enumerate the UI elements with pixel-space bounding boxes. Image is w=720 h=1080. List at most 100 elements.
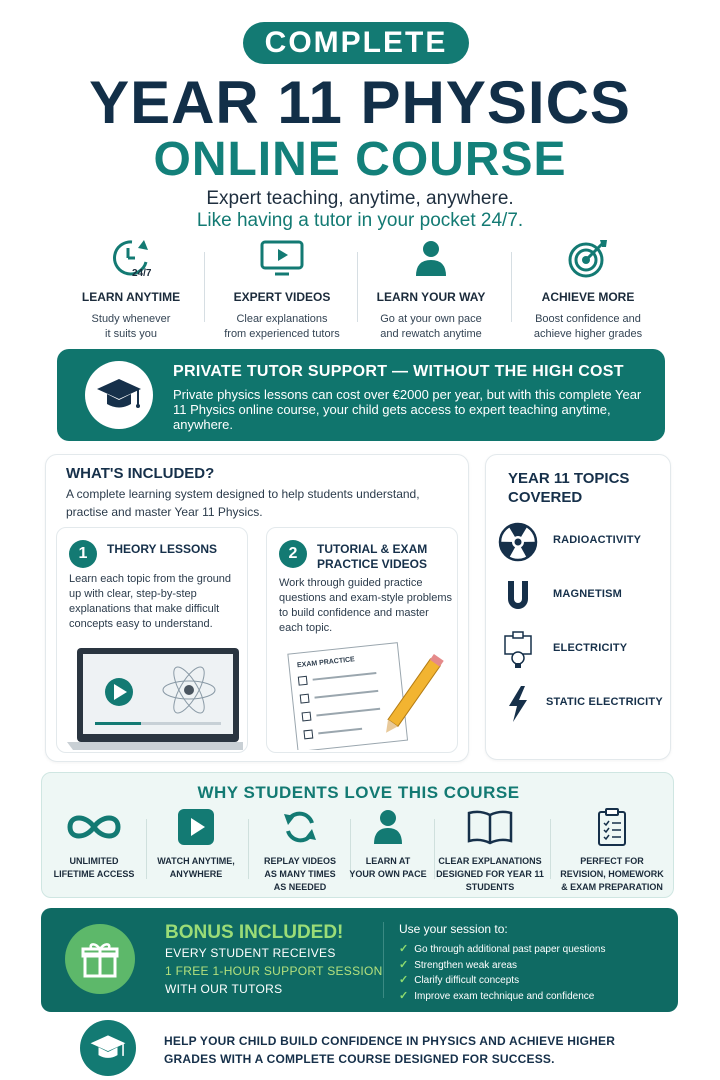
magnet-icon [498, 576, 538, 616]
play-icon [146, 807, 246, 847]
radiation-icon [498, 522, 538, 562]
theory-lessons-card: 1 THEORY LESSONS Learn each topic from t… [56, 527, 249, 755]
exam-sheet-illustration: EXAM PRACTICE [279, 640, 449, 755]
list-item: ✓Clarify difficult concepts [399, 973, 605, 989]
tagline-accent: Like having a tutor in your pocket 24/7. [196, 210, 524, 231]
topic-magnetism: MAGNETISM [498, 571, 668, 621]
circuit-bulb-icon [498, 630, 538, 670]
step-number: 2 [279, 540, 307, 568]
feature-title: LEARN ANYTIME [81, 290, 181, 304]
why-title: WHY STUDENTS LOVE THIS COURSE [197, 783, 520, 802]
feature-title: LEARN YOUR WAY [376, 290, 486, 304]
divider [248, 819, 249, 879]
graduation-cap-icon [85, 361, 153, 429]
topics-title: YEAR 11 TOPICS COVERED [508, 470, 630, 506]
bonus-line: EVERY STUDENT RECEIVES [165, 946, 336, 960]
tutor-support-banner: PRIVATE TUTOR SUPPORT — WITHOUT THE HIGH… [57, 349, 665, 441]
exam-practice-card: 2 TUTORIAL & EXAM PRACTICE VIDEOS Work t… [266, 527, 458, 753]
tutor-banner-title: PRIVATE TUTOR SUPPORT — WITHOUT THE HIGH… [173, 363, 624, 380]
topic-label: ELECTRICITY [553, 642, 628, 654]
bonus-section: BONUS INCLUDED! EVERY STUDENT RECEIVES 1… [41, 908, 678, 1012]
svg-text:24/7: 24/7 [132, 268, 152, 279]
session-uses-title: Use your session to: [399, 922, 508, 936]
laptop-video-illustration [63, 646, 249, 755]
list-item: ✓Strengthen weak areas [399, 958, 605, 974]
card-text: Work through guided practice questions a… [279, 577, 453, 634]
checkmark-icon: ✓ [399, 974, 409, 986]
whats-included-panel: WHAT'S INCLUDED? A complete learning sys… [45, 454, 469, 762]
checkmark-icon: ✓ [399, 989, 409, 1002]
video-monitor-icon [207, 236, 357, 280]
topic-electricity: ELECTRICITY [498, 625, 668, 675]
divider [357, 252, 358, 322]
list-item: ✓Go through additional past paper questi… [399, 942, 605, 958]
divider [350, 819, 351, 879]
infinity-icon [44, 807, 144, 847]
feature-title: ACHIEVE MORE [541, 290, 635, 304]
book-icon [434, 807, 546, 847]
target-icon [513, 236, 663, 280]
step-number: 1 [69, 540, 97, 568]
card-title: TUTORIAL & EXAM PRACTICE VIDEOS [317, 542, 428, 571]
graduation-cap-icon [80, 1020, 136, 1076]
page-subtitle: ONLINE COURSE [153, 133, 567, 186]
person-icon [356, 236, 506, 280]
topic-radioactivity: RADIOACTIVITY [498, 517, 668, 567]
gift-icon [65, 924, 135, 994]
topics-panel: YEAR 11 TOPICS COVERED RADIOACTIVITY MAG… [485, 454, 671, 760]
topic-label: STATIC ELECTRICITY [546, 696, 663, 708]
lightning-icon [498, 684, 538, 724]
bonus-line: WITH OUR TUTORS [165, 982, 283, 996]
section-title: WHAT'S INCLUDED? [66, 465, 215, 482]
page-title: YEAR 11 PHYSICS [89, 69, 631, 136]
divider [383, 922, 384, 998]
replay-icon [250, 807, 350, 847]
session-uses-list: ✓Go through additional past paper questi… [399, 942, 605, 1004]
divider [511, 252, 512, 322]
tutor-banner-text: Private physics lessons can cost over €2… [173, 387, 642, 432]
clipboard-icon [554, 807, 670, 847]
checkmark-icon: ✓ [399, 958, 409, 971]
checkmark-icon: ✓ [399, 943, 409, 955]
card-text: Learn each topic from the ground up with… [69, 573, 232, 630]
divider [550, 819, 551, 879]
complete-badge: COMPLETE [243, 22, 469, 64]
feature-title: EXPERT VIDEOS [233, 290, 331, 304]
divider [434, 819, 435, 879]
topic-label: MAGNETISM [553, 588, 623, 600]
tagline: Expert teaching, anytime, anywhere. [206, 188, 514, 209]
bonus-title: BONUS INCLUDED! [165, 922, 344, 943]
clock-24-7-icon: 24/7 [56, 236, 206, 280]
person-icon [338, 807, 438, 847]
topic-label: RADIOACTIVITY [553, 534, 642, 546]
why-item-label: WATCH ANYTIME,ANYWHERE [157, 856, 235, 879]
section-text: A complete learning system designed to h… [66, 487, 420, 519]
list-item: ✓Improve exam technique and confidence [399, 989, 605, 1005]
bonus-session-highlight: 1 FREE 1-HOUR SUPPORT SESSION [165, 964, 383, 978]
divider [204, 252, 205, 322]
card-title: THEORY LESSONS [107, 542, 218, 556]
why-item-watch-anytime: WATCH ANYTIME,ANYWHERE [146, 807, 246, 881]
footer-message: HELP YOUR CHILD BUILD CONFIDENCE IN PHYS… [164, 1034, 616, 1066]
divider [146, 819, 147, 879]
topic-static-electricity: STATIC ELECTRICITY [498, 679, 668, 729]
